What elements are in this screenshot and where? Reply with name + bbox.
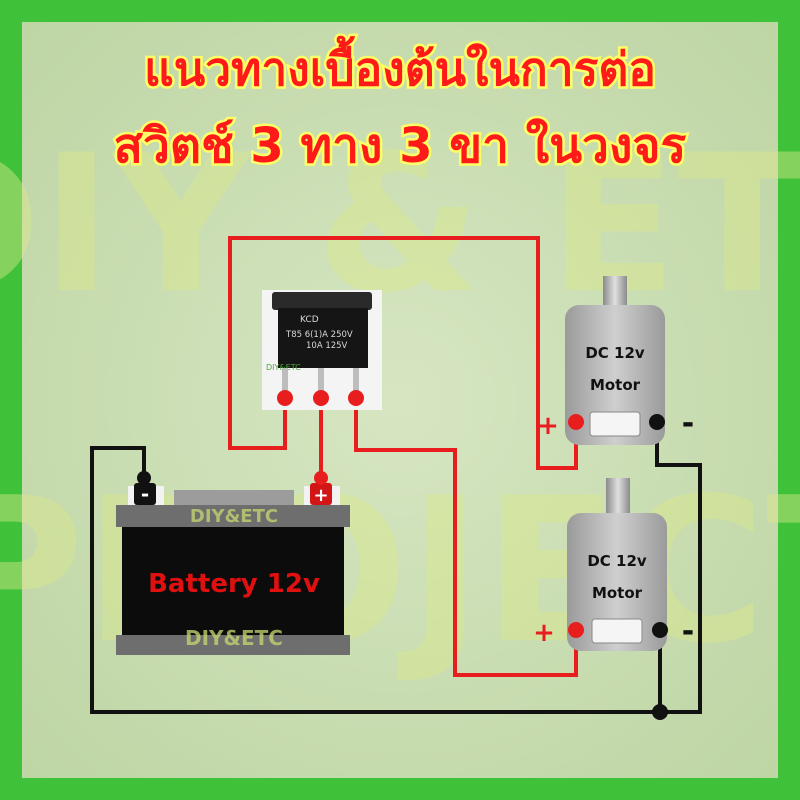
motor-bottom-line2: Motor xyxy=(592,584,643,602)
watermark-top: DIY & ETC xyxy=(0,114,800,335)
rocker-switch: KCD T85 6(1)A 250V 10A 125V DIY&ETC xyxy=(262,290,382,410)
motor-top-plus: + xyxy=(537,411,559,441)
switch-pin-middle xyxy=(318,368,324,392)
motor-top-minus: - xyxy=(682,406,694,441)
motor-bottom: DC 12v Motor + - xyxy=(533,478,694,651)
motor-bottom-neg-terminal xyxy=(652,622,668,638)
motor-bottom-terminal-block xyxy=(591,618,643,644)
switch-pin-left xyxy=(282,368,288,392)
red-wire-top-motor xyxy=(228,236,578,470)
switch-body xyxy=(278,308,368,368)
battery-base xyxy=(116,635,350,655)
title-line-2: สวิตช์ 3 ทาง 3 ขา ในวงจร xyxy=(114,117,687,174)
battery-pos-terminal xyxy=(310,483,332,505)
ground-junction xyxy=(652,704,668,720)
red-wire-bottom-motor xyxy=(354,398,578,677)
motor-top-line1: DC 12v xyxy=(585,344,645,362)
motor-bottom-body xyxy=(567,513,667,651)
switch-rating-2: 10A 125V xyxy=(306,341,348,351)
switch-brand: KCD xyxy=(300,315,319,325)
motor-top: DC 12v Motor + - xyxy=(537,276,694,445)
motor-bottom-plus: + xyxy=(533,618,555,648)
switch-tag: DIY&ETC xyxy=(266,363,301,372)
motor-bottom-shaft xyxy=(606,478,630,518)
battery-neg-node xyxy=(137,471,151,485)
switch-pin-right xyxy=(353,368,359,392)
battery-pos-node xyxy=(314,471,328,485)
motor-bottom-line1: DC 12v xyxy=(587,552,647,570)
battery-brand-top: DIY&ETC xyxy=(190,506,278,527)
motor-bottom-pos-terminal xyxy=(568,622,584,638)
title-line-1: แนวทางเบื้องต้นในการต่อ xyxy=(144,35,656,96)
battery-label: Battery 12v xyxy=(148,569,320,599)
motor-top-shaft xyxy=(603,276,627,310)
battery-neg-terminal xyxy=(134,483,156,505)
motor-bottom-minus: - xyxy=(682,614,694,649)
motor-top-body xyxy=(565,305,665,445)
motor-top-line2: Motor xyxy=(590,376,641,394)
switch-rating-1: T85 6(1)A 250V xyxy=(285,330,353,340)
switch-terminal-middle xyxy=(313,390,329,406)
battery: - + DIY&ETC Battery 12v DIY&ETC xyxy=(116,471,350,655)
battery-brand-bottom: DIY&ETC xyxy=(185,626,283,650)
motor-top-neg-terminal xyxy=(649,414,665,430)
switch-terminal-left xyxy=(277,390,293,406)
battery-body xyxy=(122,527,344,635)
motor-top-terminal-block xyxy=(589,411,641,437)
battery-neg-symbol: - xyxy=(141,482,149,506)
switch-rocker xyxy=(272,292,372,310)
black-wire-ground xyxy=(90,422,702,714)
battery-lid xyxy=(116,505,350,527)
battery-top-cap xyxy=(174,490,294,506)
motor-top-pos-terminal xyxy=(568,414,584,430)
switch-terminal-right xyxy=(348,390,364,406)
battery-pos-symbol: + xyxy=(313,485,328,506)
